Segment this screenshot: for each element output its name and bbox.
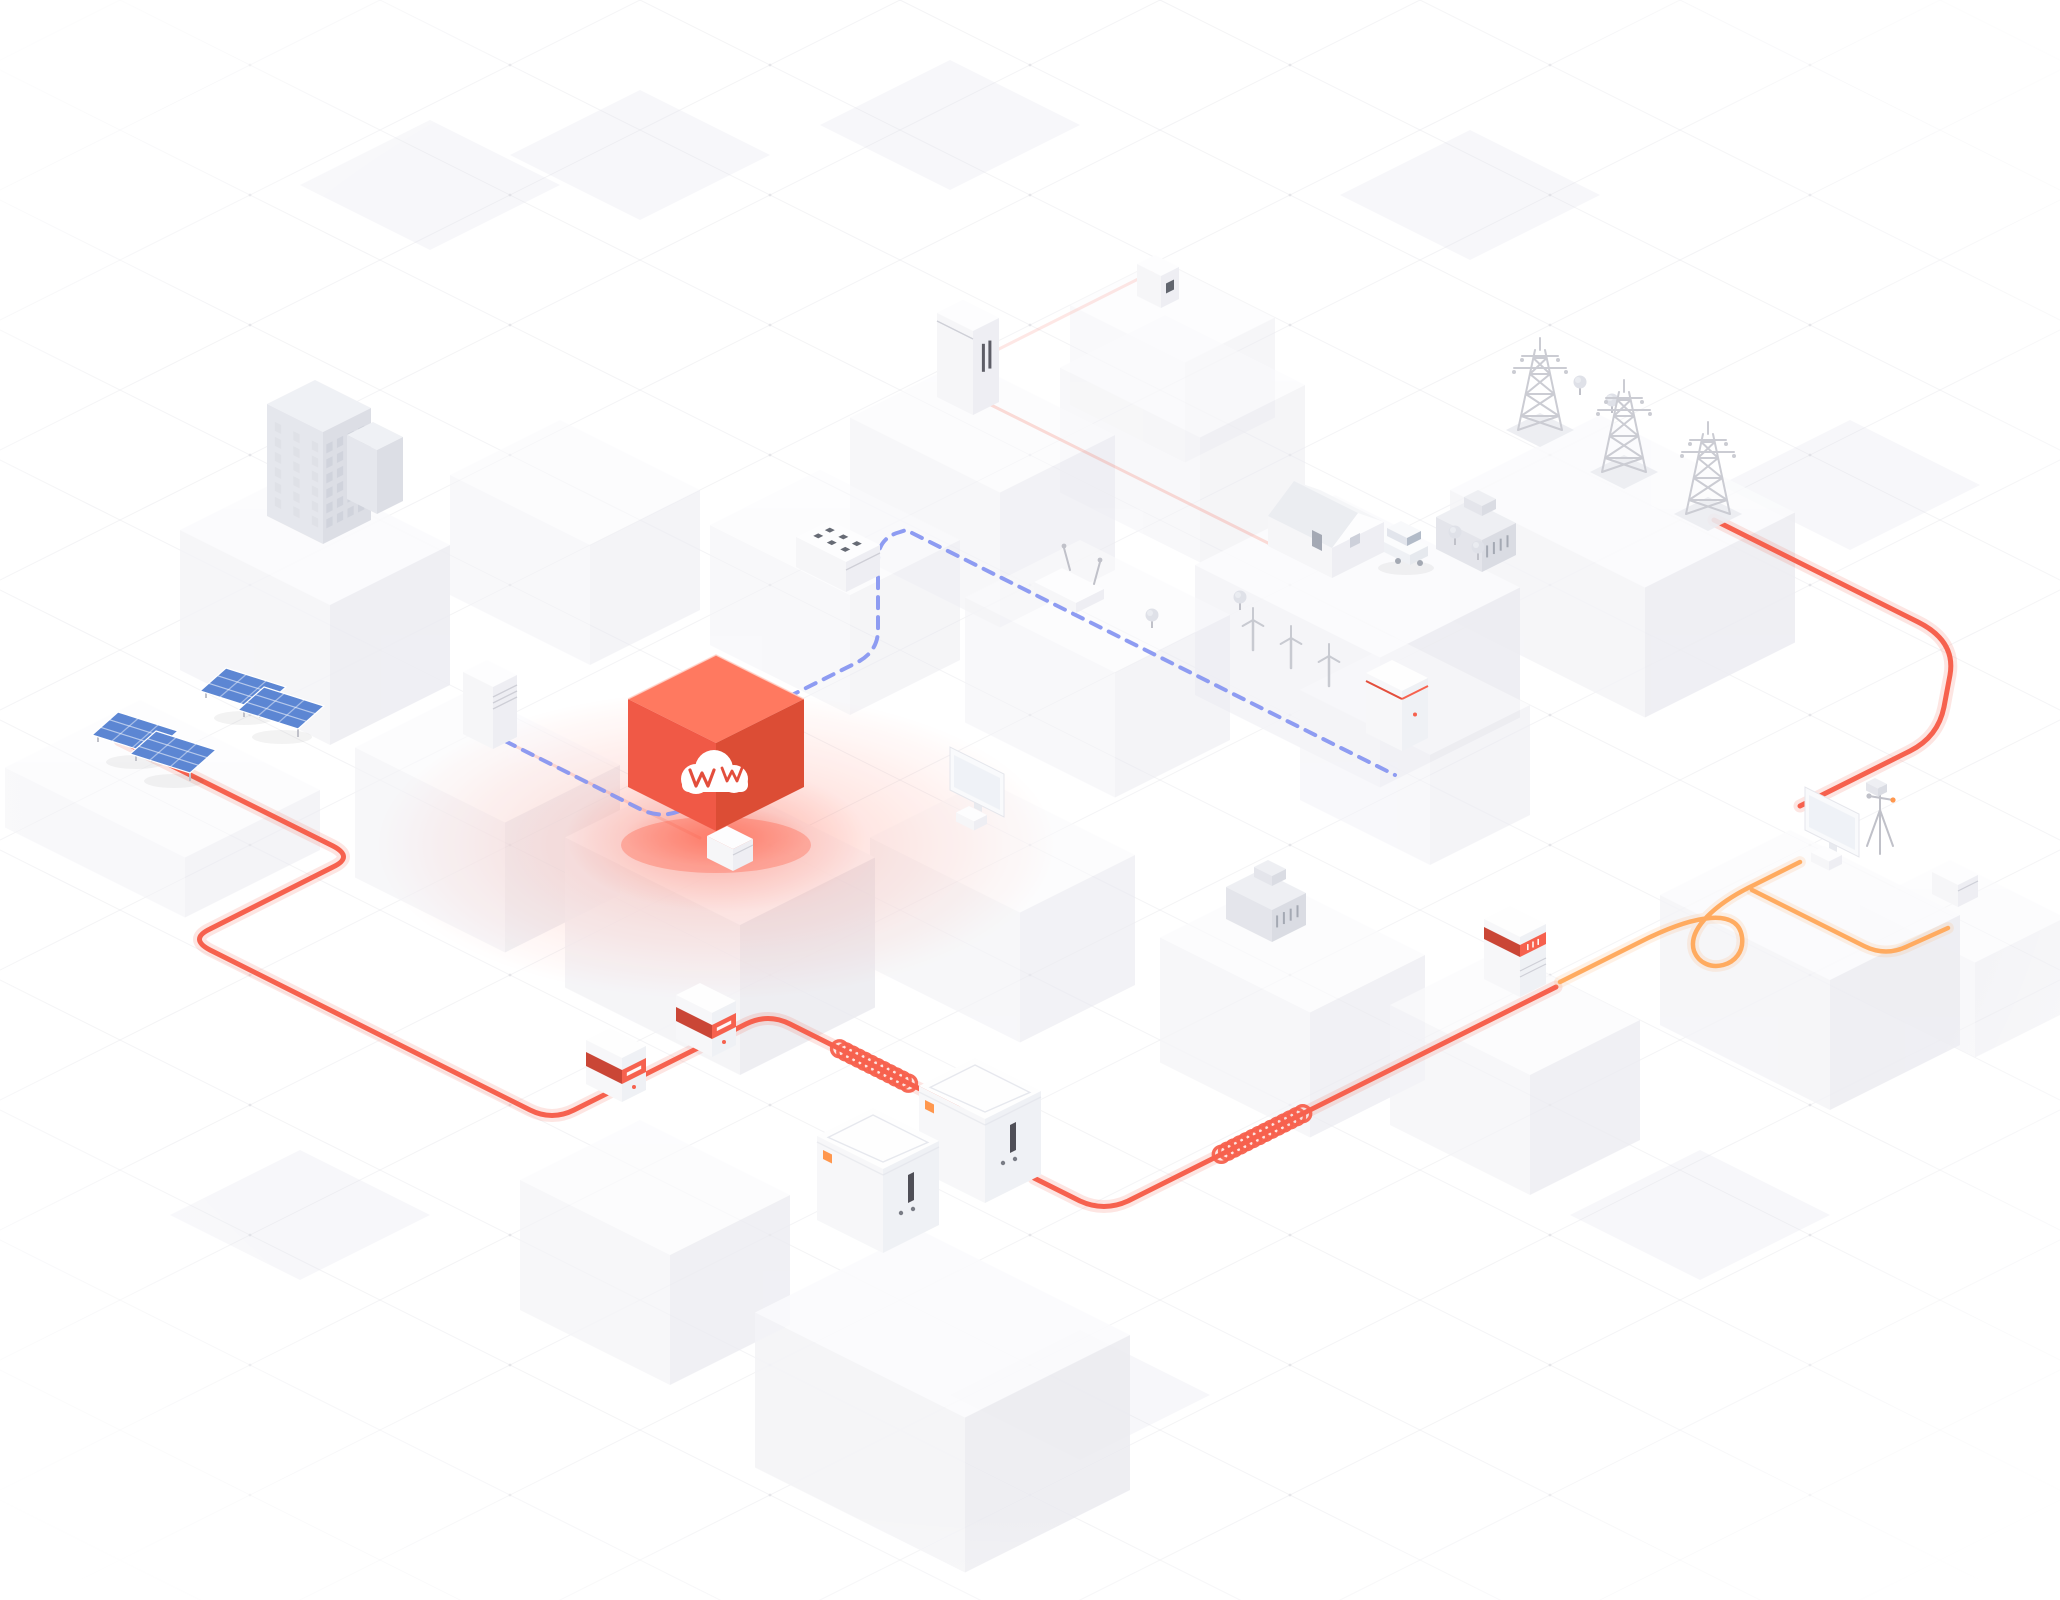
illustration-canvas: Isometric illustration of a cloud-connec…	[0, 0, 2060, 1600]
vignette-layer	[0, 0, 2060, 1600]
energy-system-illustration: Isometric illustration of a cloud-connec…	[0, 0, 2060, 1600]
